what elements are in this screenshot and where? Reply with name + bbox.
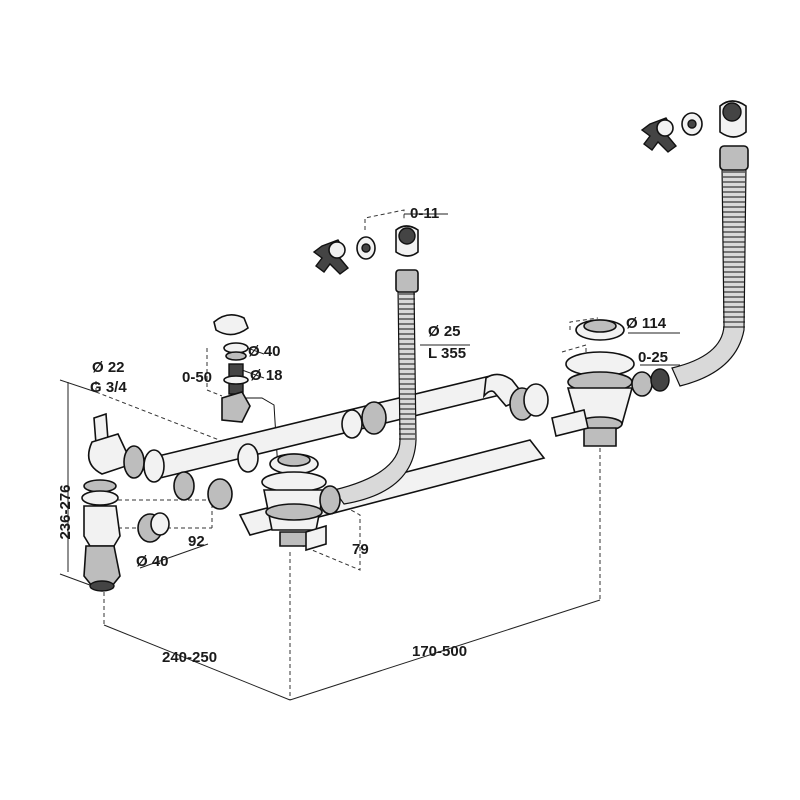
label-trap-spacing: 240-250 <box>162 649 217 666</box>
label-trap-thread: G 3/4 <box>90 379 127 396</box>
label-overflow-lower-diameter: Ø 18 <box>250 367 283 384</box>
overflow-hose-right <box>671 145 749 387</box>
label-hose-diameter: Ø 25 <box>428 323 461 340</box>
label-height-range: 236-276 <box>57 484 74 539</box>
label-trap-outlet-offset: 92 <box>188 533 205 550</box>
label-trap-inlet-diameter: Ø 22 <box>92 359 125 376</box>
label-bowl-spacing: 170-500 <box>412 643 467 660</box>
label-waste-diameter: Ø 114 <box>626 315 667 332</box>
overflow-outlet-left <box>312 225 419 275</box>
label-trap-outlet-diameter: Ø 40 <box>136 553 169 570</box>
overflow-hose-left <box>332 269 419 505</box>
basket-strainer-right <box>551 319 670 447</box>
bottle-trap <box>81 412 259 592</box>
label-overflow-hose-offset: 0-11 <box>410 205 439 222</box>
label-waste-depth: 79 <box>352 541 369 558</box>
label-hose-length: L 355 <box>428 345 466 362</box>
label-waste-adjust: 0-25 <box>638 349 668 366</box>
overflow-outlet-right <box>640 100 747 153</box>
label-overflow-adjust: 0-50 <box>182 369 212 386</box>
basket-strainer-left <box>261 383 549 552</box>
label-overflow-top-diameter: Ø 40 <box>248 343 281 360</box>
main-drain-pipe <box>148 373 546 536</box>
dimension-labels: Ø 22 G 3/4 236-276 92 Ø 40 Ø 40 Ø 18 0-5… <box>57 205 668 666</box>
overflow-fitting-stack <box>213 314 251 423</box>
